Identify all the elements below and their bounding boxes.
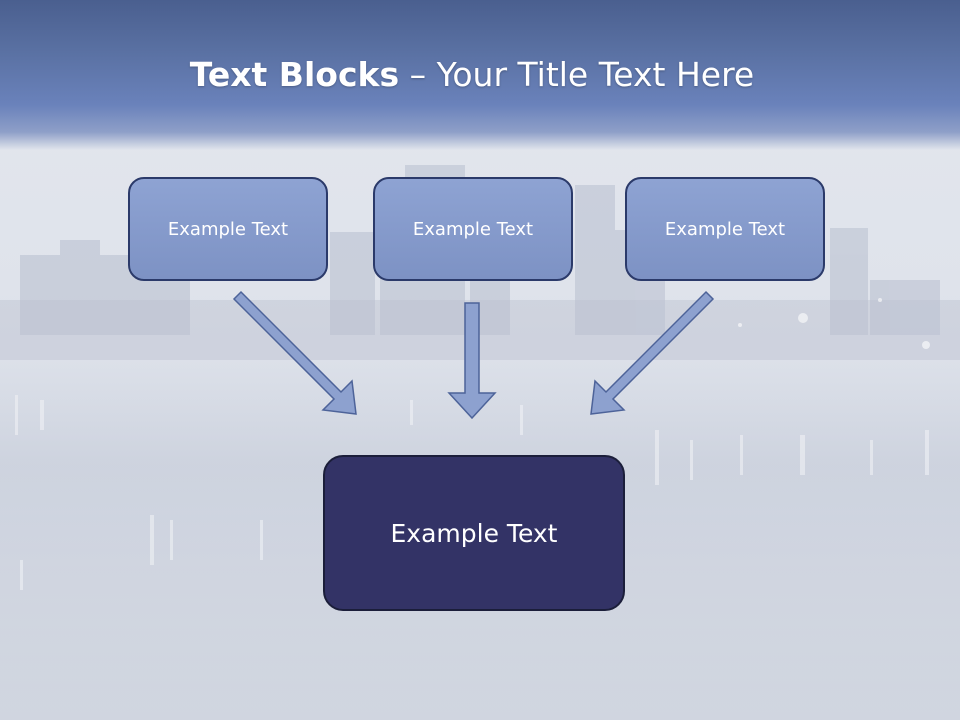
result-block-label: Example Text <box>390 518 558 548</box>
header-band <box>0 0 960 150</box>
text-block-1: Example Text <box>128 177 328 281</box>
text-block-3: Example Text <box>625 177 825 281</box>
text-block-2: Example Text <box>373 177 573 281</box>
text-block-3-label: Example Text <box>664 218 786 240</box>
title-dash: – <box>399 55 437 94</box>
left-arrow-icon <box>232 290 357 415</box>
right-arrow-icon <box>590 290 715 415</box>
slide-title: Text Blocks – Your Title Text Here <box>0 52 944 98</box>
text-block-1-label: Example Text <box>167 218 289 240</box>
title-rest: Your Title Text Here <box>436 55 755 94</box>
center-arrow-icon <box>447 302 497 420</box>
result-block: Example Text <box>323 455 625 611</box>
text-block-2-label: Example Text <box>412 218 534 240</box>
title-bold-part: Text Blocks <box>189 55 400 94</box>
